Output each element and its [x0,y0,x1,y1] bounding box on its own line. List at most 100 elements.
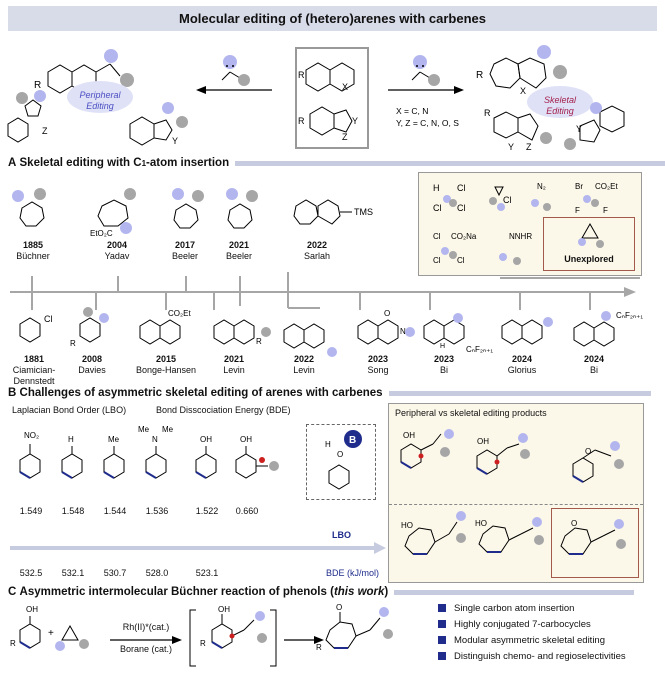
lbo-value: 1.522 [195,506,219,516]
svg-text:Br: Br [575,182,583,191]
svg-text:O: O [571,519,577,528]
svg-text:OH: OH [477,437,489,446]
svg-text:Z: Z [342,132,348,142]
svg-text:H: H [440,343,445,350]
svg-text:Y: Y [576,124,582,134]
skeletal-editing-label: Skeletal Editing [543,95,577,116]
svg-text:OH: OH [218,605,230,614]
feature-item: Modular asymmetric skeletal editing [438,632,658,648]
svg-text:Cl: Cl [457,203,466,213]
svg-text:Me: Me [108,435,120,444]
svg-text:HO: HO [475,519,487,528]
bde-value: 532.1 [61,568,85,578]
boron-phenoxide-box: B H O [306,424,376,500]
cycloheptatriene-2017 [173,203,199,229]
peripheral-editing-label: Peripheral Editing [79,90,121,111]
carbene-precursor-box: H Cl Cl Cl Cl N₂ Br CO₂Et F F Cl CO₂Na C… [418,172,642,276]
svg-text:R: R [476,70,483,81]
svg-text:H: H [325,440,331,449]
svg-text:HO: HO [401,521,413,530]
svg-text:R: R [298,116,305,126]
skeletal-ellipse [527,86,593,118]
lbo-label: LBO [332,530,351,540]
svg-text:R: R [298,70,305,80]
svg-text:NNHR: NNHR [509,232,532,241]
section-c-scheme: OH R + OH R O R [10,603,393,667]
feature-item: Distinguish chemo- and regioselectivitie… [438,648,658,664]
condition-1: X = C, N [396,106,428,116]
bde-value: 523.1 [195,568,219,578]
svg-text:Cl: Cl [503,195,512,205]
cycloheptatriene-1885 [19,201,45,227]
lbo-value: 1.544 [103,506,127,516]
peripheral-ellipse [67,81,133,113]
bde-label: BDE (kJ/mol) [326,568,380,578]
substrate-box [295,47,369,149]
svg-text:NO₂: NO₂ [24,431,39,440]
bde-value: 532.5 [19,568,43,578]
unexplored-label: Unexplored [564,254,614,264]
svg-text:R: R [316,643,322,652]
lbo-value: 0.660 [235,506,259,516]
section-a-graphic: EtO₂C TMS Cl CO₂Et CₙF₂ₙ₊₁ CₙF₂ₙ₊₁ R R [10,188,643,357]
skeletal-product-top [489,57,547,89]
svg-text:R: R [200,639,206,648]
r-label: R [34,80,41,91]
products-divider [389,504,643,505]
svg-text:TMS: TMS [354,207,373,217]
svg-text:Cl: Cl [457,256,465,265]
svg-text:N: N [400,327,406,336]
svg-text:H: H [68,435,74,444]
products-box: Peripheral vs skeletal editing products … [388,403,644,583]
feature-list: Single carbon atom insertion Highly conj… [438,600,658,664]
svg-text:N: N [152,435,158,444]
skeletal-product-bottom-right [579,105,625,143]
svg-text:O: O [337,450,343,459]
svg-text:H: H [433,183,440,193]
svg-text:CO₂Et: CO₂Et [595,182,618,191]
peripheral-product-top [47,63,121,94]
svg-text:Y: Y [508,142,514,152]
svg-text:Z: Z [526,142,532,152]
svg-text:OH: OH [403,431,415,440]
svg-text:Cl: Cl [433,256,441,265]
svg-text:Me: Me [138,425,150,434]
lbo-value: 1.536 [145,506,169,516]
svg-text:X: X [342,82,348,92]
section-b-structures: NO₂ H Me N Me Me OH OH [19,425,279,479]
target-product-box [551,508,639,578]
svg-text:O: O [384,309,390,318]
svg-text:F: F [575,206,580,215]
bde-value: 530.7 [103,568,127,578]
svg-text:Me: Me [162,425,174,434]
y-label: Y [172,136,178,146]
condition-2: Y, Z = C, N, O, S [396,118,459,128]
svg-text:R: R [256,337,262,346]
svg-text:CₙF₂ₙ₊₁: CₙF₂ₙ₊₁ [616,311,643,320]
svg-text:O: O [585,447,591,456]
carbene-ball [120,73,134,87]
svg-text:Cl: Cl [44,314,53,324]
skeletal-product-bottom-left [493,111,539,141]
bde-heading: Bond Disscociation Energy (BDE) [156,405,291,415]
svg-text:Cl: Cl [457,183,466,193]
feature-item: Highly conjugated 7-carbocycles [438,616,658,632]
section-b-heading: B Challenges of asymmetric skeletal edit… [8,387,651,399]
azepine-2021 [227,203,253,229]
svg-text:OH: OH [200,435,212,444]
lbo-value: 1.549 [19,506,43,516]
svg-text:N₂: N₂ [537,182,546,191]
carbene-left [221,55,250,86]
lbo-value: 1.548 [61,506,85,516]
